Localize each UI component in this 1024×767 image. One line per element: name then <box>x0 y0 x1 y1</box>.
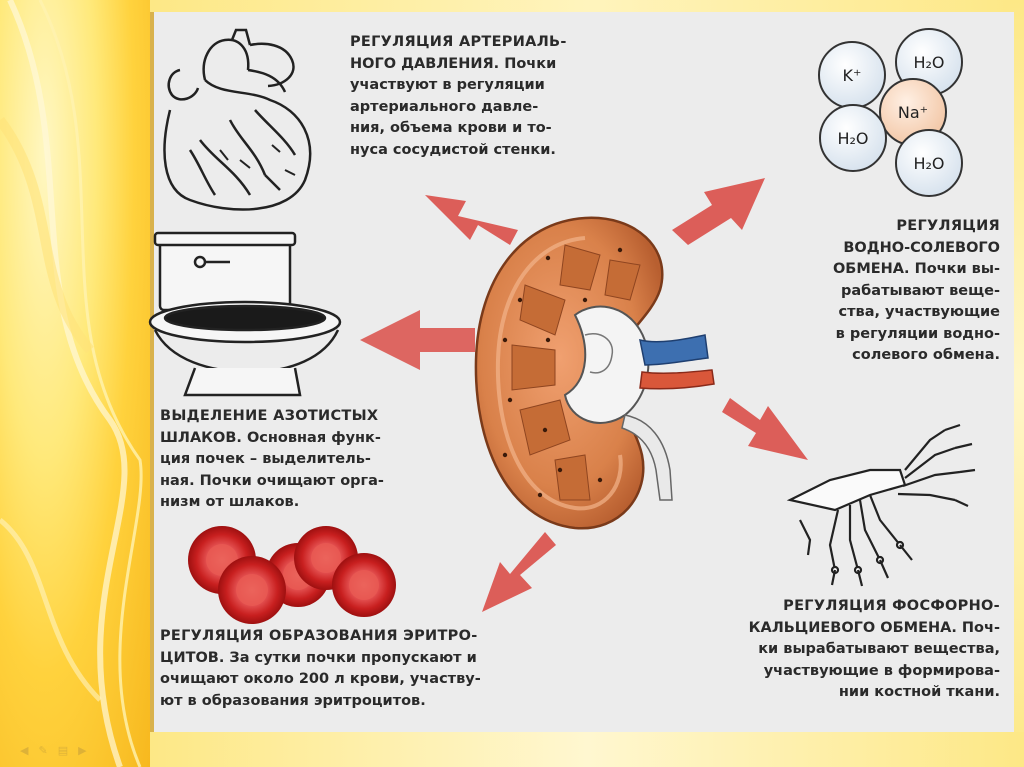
blood-cell-5 <box>332 553 396 617</box>
water-salt-heading: РЕГУЛЯЦИЯ <box>896 218 1000 234</box>
kidney-illustration <box>474 216 715 530</box>
water-salt-line: солевого обмена. <box>852 347 1000 363</box>
pressure-heading: РЕГУЛЯЦИЯ АРТЕРИАЛЬ- <box>350 34 567 50</box>
arrow-to-blood <box>482 532 556 612</box>
ion-h2o-top-label: H₂O <box>913 53 944 72</box>
erythro-line: ЦИТОВ. За сутки почки пропускают и <box>160 649 477 666</box>
excretion-line: ция почек – выделитель- <box>160 451 371 467</box>
excretion-heading: ВЫДЕЛЕНИЕ АЗОТИСТЫХ <box>160 408 379 424</box>
blood-cell-4 <box>218 556 286 624</box>
ion-h2o-bottom-circle <box>895 129 963 197</box>
water-salt-line: ОБМЕНА. Почки вы- <box>832 261 1000 277</box>
water-salt-line: в регуляции водно- <box>835 325 1000 342</box>
pressure-line: НОГО ДАВЛЕНИЯ. Почки <box>350 55 557 72</box>
ion-k-label: K⁺ <box>843 66 862 85</box>
ions-illustration <box>818 28 963 197</box>
menu-icon[interactable]: ▤ <box>57 744 69 757</box>
erythro-text-block: РЕГУЛЯЦИЯ ОБРАЗОВАНИЯ ЭРИТРО- ЦИТОВ. За … <box>160 626 481 712</box>
red-blood-cells-illustration <box>188 526 396 624</box>
arrow-to-ions <box>672 178 765 245</box>
decorative-left-border: ◀ ✎ ▤ ▶ <box>0 0 150 767</box>
arrow-to-heart <box>425 195 518 245</box>
hand-bones-illustration <box>786 423 976 587</box>
water-salt-line: рабатывают веще- <box>841 282 1000 299</box>
water-salt-text-block: РЕГУЛЯЦИЯ ВОДНО-СОЛЕВОГО ОБМЕНА. Почки в… <box>833 216 1000 367</box>
decorative-top-border <box>150 0 1024 12</box>
pressure-line: нуса сосудистой стенки. <box>350 141 556 158</box>
toilet-illustration <box>148 231 342 397</box>
pressure-text-block: РЕГУЛЯЦИЯ АРТЕРИАЛЬ- НОГО ДАВЛЕНИЯ. Почк… <box>350 32 567 161</box>
arrow-to-toilet <box>360 310 475 370</box>
erythro-heading: РЕГУЛЯЦИЯ ОБРАЗОВАНИЯ ЭРИТРО- <box>160 628 478 644</box>
ion-h2o-left-circle <box>819 104 887 172</box>
phosphorus-line: нии костной ткани. <box>838 684 1000 700</box>
arrow-to-bones <box>722 398 808 460</box>
pen-icon[interactable]: ✎ <box>38 744 48 757</box>
erythro-line: ют в образования эритроцитов. <box>160 692 426 709</box>
pressure-line: участвуют в регуляции <box>350 77 545 93</box>
arrows <box>360 178 808 612</box>
slide-navigation: ◀ ✎ ▤ ▶ <box>20 744 87 757</box>
heart-illustration <box>163 28 312 211</box>
pressure-line: ния, объема крови и то- <box>350 120 552 136</box>
excretion-line: ШЛАКОВ. Основная функ- <box>160 429 381 446</box>
ion-h2o-left-label: H₂O <box>837 129 868 148</box>
pressure-line: артериального давле- <box>350 98 539 115</box>
prev-arrow-icon[interactable]: ◀ <box>20 744 29 757</box>
ion-na-label: Na⁺ <box>898 103 928 122</box>
phosphorus-line: КАЛЬЦИЕВОГО ОБМЕНА. Поч- <box>748 619 1000 636</box>
ion-h2o-bottom-label: H₂O <box>913 154 944 173</box>
erythro-line: очищают около 200 л крови, участву- <box>160 671 481 687</box>
water-salt-line: ства, участвующие <box>838 304 1000 320</box>
excretion-line: низм от шлаков. <box>160 494 300 510</box>
phosphorus-line: ки вырабатывают вещества, <box>758 641 1000 657</box>
decorative-bottom-border <box>150 732 1024 767</box>
excretion-line: ная. Почки очищают орга- <box>160 472 384 489</box>
next-arrow-icon[interactable]: ▶ <box>78 744 87 757</box>
water-salt-line: ВОДНО-СОЛЕВОГО <box>843 239 1000 256</box>
excretion-text-block: ВЫДЕЛЕНИЕ АЗОТИСТЫХ ШЛАКОВ. Основная фун… <box>160 406 384 514</box>
phosphorus-heading: РЕГУЛЯЦИЯ ФОСФОРНО- <box>783 598 1000 614</box>
phosphorus-text-block: РЕГУЛЯЦИЯ ФОСФОРНО- КАЛЬЦИЕВОГО ОБМЕНА. … <box>749 596 1000 704</box>
swirl-decoration <box>0 0 143 767</box>
phosphorus-line: участвующие в формирова- <box>763 662 1000 679</box>
